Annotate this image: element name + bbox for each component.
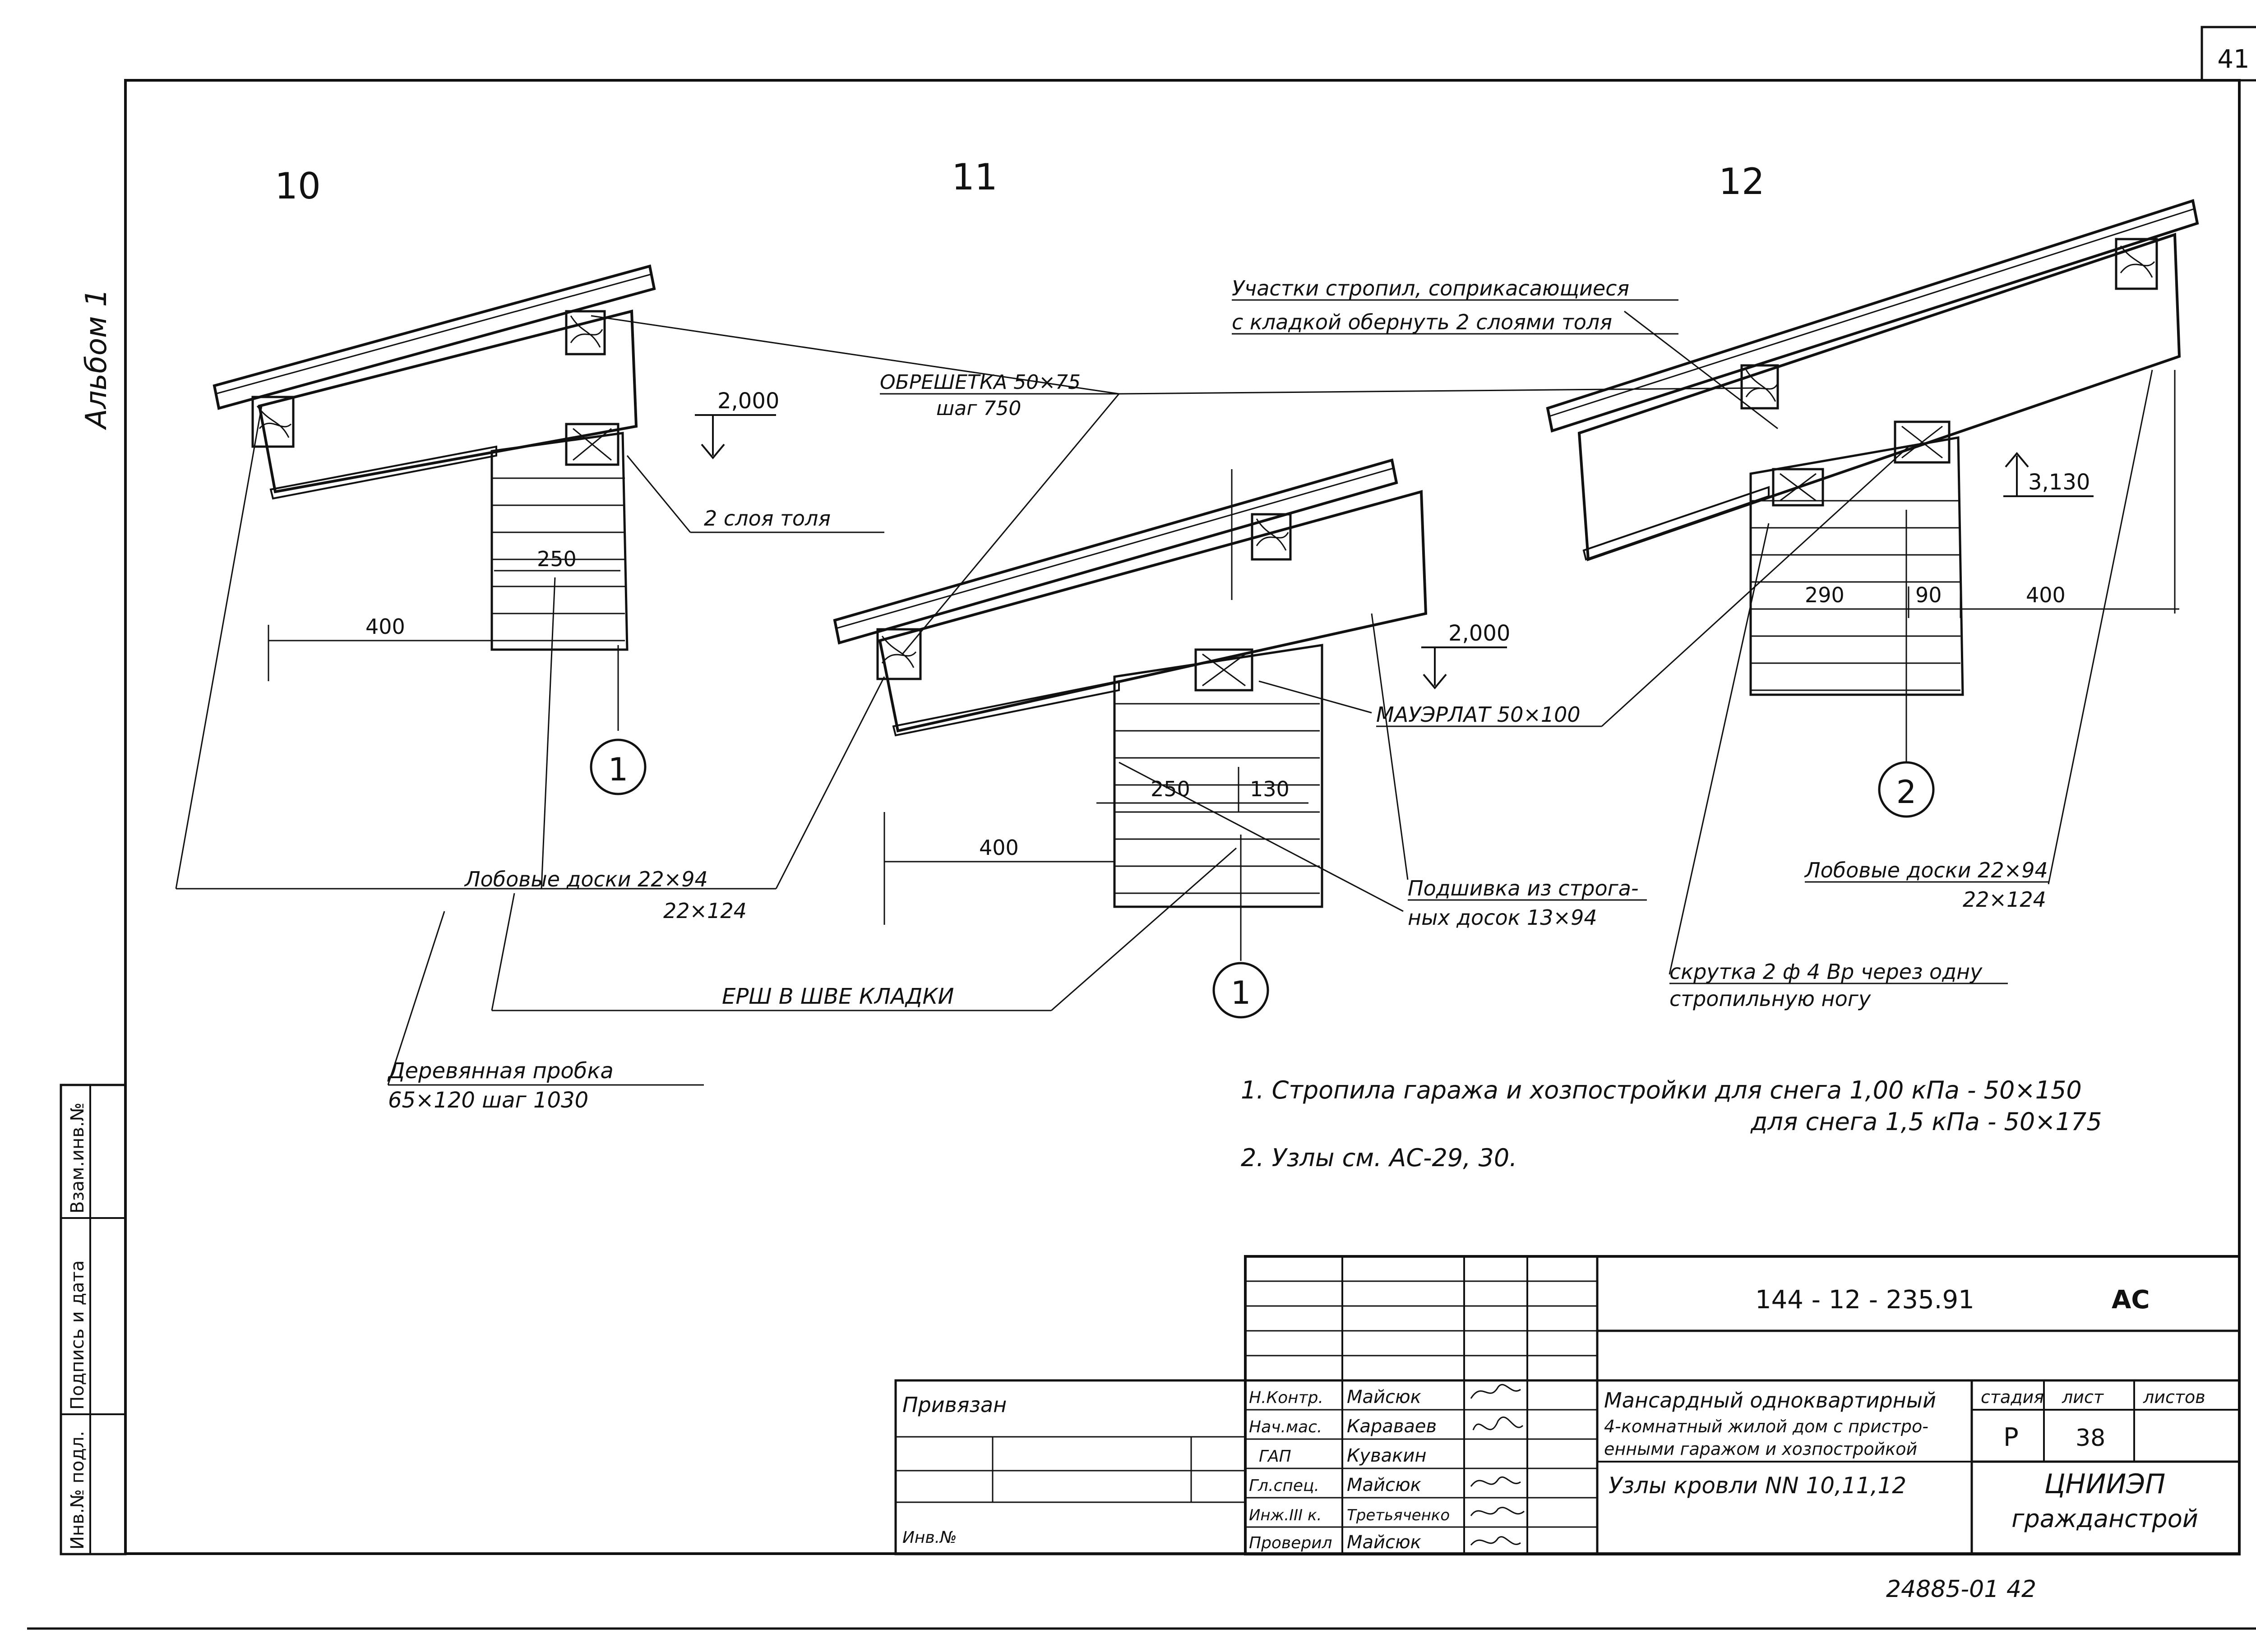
detail-12-number: 12: [1719, 161, 1765, 203]
side-stamp: Взам.инв.№ Подпись и дата Инв.№ подл.: [60, 1084, 127, 1555]
tb-stadiya-label: стадия: [1981, 1387, 2044, 1407]
d11-marker: 1: [1231, 974, 1251, 1011]
d10-dim-400: 400: [365, 614, 405, 639]
tb-list-value: 38: [2076, 1425, 2105, 1452]
vzam-inv-label: Взам.инв.№: [67, 1103, 88, 1214]
tb-privyazan: Привязан: [902, 1393, 1007, 1417]
d11-elevation: 2,000: [1448, 621, 1510, 646]
callout-skrutka-1: скрутка 2 ф 4 Вр через одну: [1669, 960, 1983, 984]
d11-dim-130: 130: [1250, 777, 1290, 801]
d12-dim-90: 90: [1915, 583, 1942, 607]
callout-lobovye-right: Лобовые доски 22×94: [1804, 858, 2048, 882]
detail-11-number: 11: [952, 156, 998, 198]
callout-two-layers: 2 слоя толя: [704, 506, 831, 531]
d10-marker: 1: [608, 751, 629, 788]
tb-list-label: лист: [2062, 1387, 2104, 1407]
d11-dim-400: 400: [979, 835, 1019, 860]
tb-signer-role: ГАП: [1259, 1447, 1291, 1466]
tb-signer-role: Проверил: [1249, 1534, 1332, 1552]
callout-lobovye: Лобовые доски 22×94: [464, 867, 708, 891]
callout-obreshetka-step: шаг 750: [936, 397, 1021, 420]
callout-uchastki-1: Участки стропил, соприкасающиеся: [1232, 276, 1629, 300]
tb-code: 144 - 12 - 235.91: [1755, 1285, 1974, 1315]
callout-mauerlat: МАУЭРЛАТ 50×100: [1376, 702, 1581, 727]
tb-signer-name: Караваев: [1347, 1416, 1437, 1437]
tb-signer-role: Нач.мас.: [1249, 1418, 1322, 1436]
page-number: 41: [2217, 45, 2249, 74]
tb-signer-name: Майсюк: [1347, 1387, 1421, 1407]
title-block: Привязан Инв.№ Н.Контр. Майсюк Нач.мас. …: [894, 1255, 2241, 1555]
detail-12: 3,130 290 90 400 2: [1546, 199, 2199, 975]
notes: 1. Стропила гаража и хозпостройки для сн…: [1241, 1076, 2102, 1172]
detail-10-number: 10: [275, 165, 321, 207]
note-1a: 1. Стропила гаража и хозпостройки для сн…: [1241, 1076, 2082, 1104]
callout-ersh: ЕРШ В ШВЕ КЛАДКИ: [722, 984, 954, 1009]
note-2: 2. Узлы см. АС-29, 30.: [1241, 1144, 1517, 1172]
note-1b: для снега 1,5 кПа - 50×175: [1750, 1107, 2102, 1136]
tb-org-1: ЦНИИЭП: [2044, 1468, 2165, 1500]
tb-title-3: енными гаражом и хозпостройкой: [1604, 1439, 1917, 1459]
album-label: Альбом 1: [80, 289, 113, 430]
tb-sheet-title: Узлы кровли NN 10,11,12: [1609, 1472, 1906, 1499]
d12-marker: 2: [1896, 774, 1917, 811]
signature-scribbles: [1470, 1384, 1525, 1546]
podpis-data-label: Подпись и дата: [67, 1260, 88, 1410]
callout-podshivka-2: ных досок 13×94: [1408, 905, 1597, 930]
callout-obreshetka: ОБРЕШЕТКА 50×75: [880, 371, 1081, 394]
tb-signer-name: Майсюк: [1347, 1475, 1421, 1495]
tb-title-1: Мансардный одноквартирный: [1604, 1388, 1936, 1412]
tb-inv-no: Инв.№: [902, 1528, 957, 1547]
callout-uchastki-2: с кладкой обернуть 2 слоями толя: [1232, 310, 1612, 334]
detail-11: 2,000 250 130 400 1: [833, 458, 1510, 1019]
d12-elevation: 3,130: [2028, 470, 2090, 495]
inv-podl-label: Инв.№ подл.: [67, 1431, 88, 1550]
archive-number: 24885-01 42: [1886, 1576, 2036, 1603]
tb-listov-label: листов: [2143, 1387, 2205, 1407]
tb-signer-name: Кувакин: [1347, 1445, 1426, 1466]
tb-signer-name: Майсюк: [1347, 1532, 1421, 1553]
detail-10: 2,000 250 400 1: [175, 264, 884, 889]
callout-derevyannaya-2: 65×120 шаг 1030: [388, 1088, 588, 1113]
tb-mark: АС: [2112, 1285, 2150, 1315]
d12-dim-290: 290: [1805, 583, 1845, 607]
d12-dim-400: 400: [2026, 583, 2066, 607]
callout-lobovye-right-2: 22×124: [1963, 887, 2046, 912]
tb-stadiya-value: Р: [2003, 1423, 2019, 1452]
d10-dim-250: 250: [537, 547, 577, 571]
tb-org-2: гражданстрой: [2011, 1504, 2198, 1533]
tb-signer-role: Н.Контр.: [1249, 1389, 1323, 1407]
callouts: ОБРЕШЕТКА 50×75 шаг 750 Участки стропил,…: [176, 276, 2048, 1113]
callout-lobovye-2: 22×124: [663, 899, 747, 923]
tb-title-2: 4-комнатный жилой дом с пристро-: [1604, 1417, 1928, 1436]
callout-skrutka-2: стропильную ногу: [1669, 987, 1871, 1011]
callout-podshivka-1: Подшивка из строга-: [1408, 876, 1639, 900]
tb-signer-role: Гл.спец.: [1249, 1477, 1319, 1495]
d10-elevation: 2,000: [717, 388, 779, 414]
callout-derevyannaya-1: Деревянная пробка: [387, 1058, 614, 1084]
tb-signer-role: Инж.III к.: [1249, 1506, 1322, 1524]
tb-signer-name: Третьяченко: [1347, 1506, 1450, 1524]
